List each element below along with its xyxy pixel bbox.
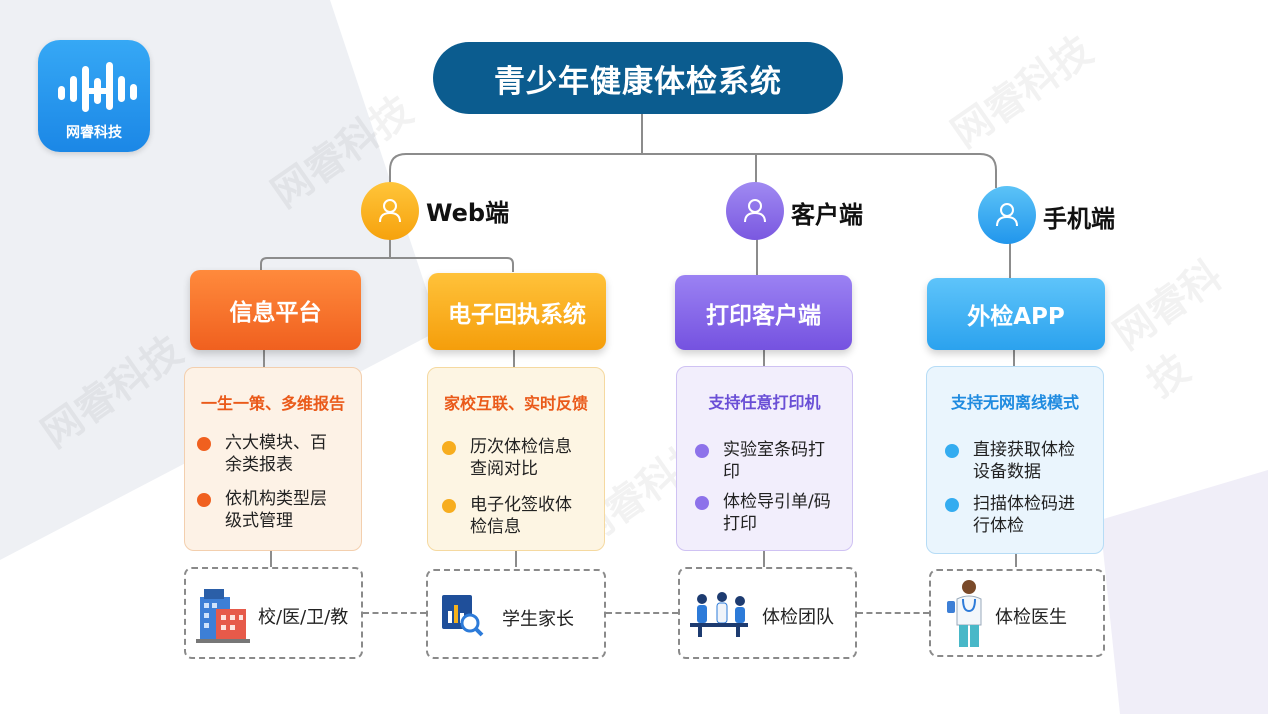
card-print-client: 支持任意打印机 实验室条码打印 体检导引单/码打印 xyxy=(676,366,853,551)
bullet-dot xyxy=(695,496,709,510)
page-title: 青少年健康体检系统 xyxy=(433,42,843,114)
list-item: 体检导引单/码打印 xyxy=(695,491,845,535)
client-user-icon xyxy=(726,182,784,240)
bullet-dot xyxy=(695,444,709,458)
hospital-building-icon xyxy=(196,589,250,643)
card-heading: 支持任意打印机 xyxy=(708,393,821,412)
list-item: 直接获取体检设备数据 xyxy=(945,439,1097,483)
module-print-client: 打印客户端 xyxy=(675,275,852,350)
list-item: 依机构类型层级式管理 xyxy=(197,488,355,532)
card-outdoor-app: 支持无网离线模式 直接获取体检设备数据 扫描体检码进行体检 xyxy=(926,366,1104,554)
card-e-receipt: 家校互联、实时反馈 历次体检信息查阅对比 电子化签收体检信息 xyxy=(427,367,605,551)
bullet-dot xyxy=(945,444,959,458)
list-item: 电子化签收体检信息 xyxy=(442,494,600,538)
bullet-dot xyxy=(442,499,456,513)
user-box-exam-team: 体检团队 xyxy=(678,567,857,659)
bullet-text: 历次体检信息查阅对比 xyxy=(470,437,572,479)
soundwave-icon xyxy=(58,62,137,112)
logo-text: 网睿科技 xyxy=(66,125,122,141)
list-item: 扫描体检码进行体检 xyxy=(945,493,1097,537)
bullet-dot xyxy=(197,437,211,451)
company-logo: 网睿科技 xyxy=(38,40,150,152)
card-heading: 家校互联、实时反馈 xyxy=(443,394,588,413)
user-box-institutions: 校/医/卫/教 xyxy=(184,567,363,659)
bullet-text: 直接获取体检设备数据 xyxy=(973,440,1075,482)
web-user-icon xyxy=(361,182,419,240)
card-heading: 支持无网离线模式 xyxy=(950,393,1079,412)
user-label: 体检团队 xyxy=(762,607,834,628)
card-info-platform: 一生一策、多维报告 六大模块、百余类报表 依机构类型层级式管理 xyxy=(184,367,362,551)
dashed-connector xyxy=(857,612,929,614)
report-search-icon xyxy=(442,595,484,637)
module-info-platform: 信息平台 xyxy=(190,270,361,350)
card-heading: 一生一策、多维报告 xyxy=(200,394,345,413)
list-item: 实验室条码打印 xyxy=(695,439,845,483)
bullet-text: 六大模块、百余类报表 xyxy=(225,433,327,475)
bullet-dot xyxy=(945,498,959,512)
doctor-icon xyxy=(947,580,982,647)
user-label: 学生家长 xyxy=(502,609,574,630)
bullet-text: 扫描体检码进行体检 xyxy=(973,494,1075,536)
dashed-connector xyxy=(606,612,678,614)
mobile-user-icon xyxy=(978,186,1036,244)
list-item: 六大模块、百余类报表 xyxy=(197,432,355,476)
user-box-parents: 学生家长 xyxy=(426,569,606,659)
bullet-dot xyxy=(197,493,211,507)
tier-label-mobile: 手机端 xyxy=(1043,205,1115,233)
user-label: 体检医生 xyxy=(995,607,1067,628)
bullet-dot xyxy=(442,441,456,455)
medical-team-icon xyxy=(690,592,748,637)
module-outdoor-app: 外检APP xyxy=(927,278,1105,350)
tier-label-web: Web端 xyxy=(426,199,510,227)
bullet-text: 体检导引单/码打印 xyxy=(723,492,831,534)
module-e-receipt: 电子回执系统 xyxy=(428,273,606,350)
bullet-text: 电子化签收体检信息 xyxy=(470,495,572,537)
tier-label-client: 客户端 xyxy=(791,201,863,229)
bullet-text: 依机构类型层级式管理 xyxy=(225,489,327,531)
bullet-text: 实验室条码打印 xyxy=(723,440,825,482)
user-box-doctor: 体检医生 xyxy=(929,569,1105,657)
user-label: 校/医/卫/教 xyxy=(258,607,349,628)
dashed-connector xyxy=(363,612,426,614)
list-item: 历次体检信息查阅对比 xyxy=(442,436,600,480)
